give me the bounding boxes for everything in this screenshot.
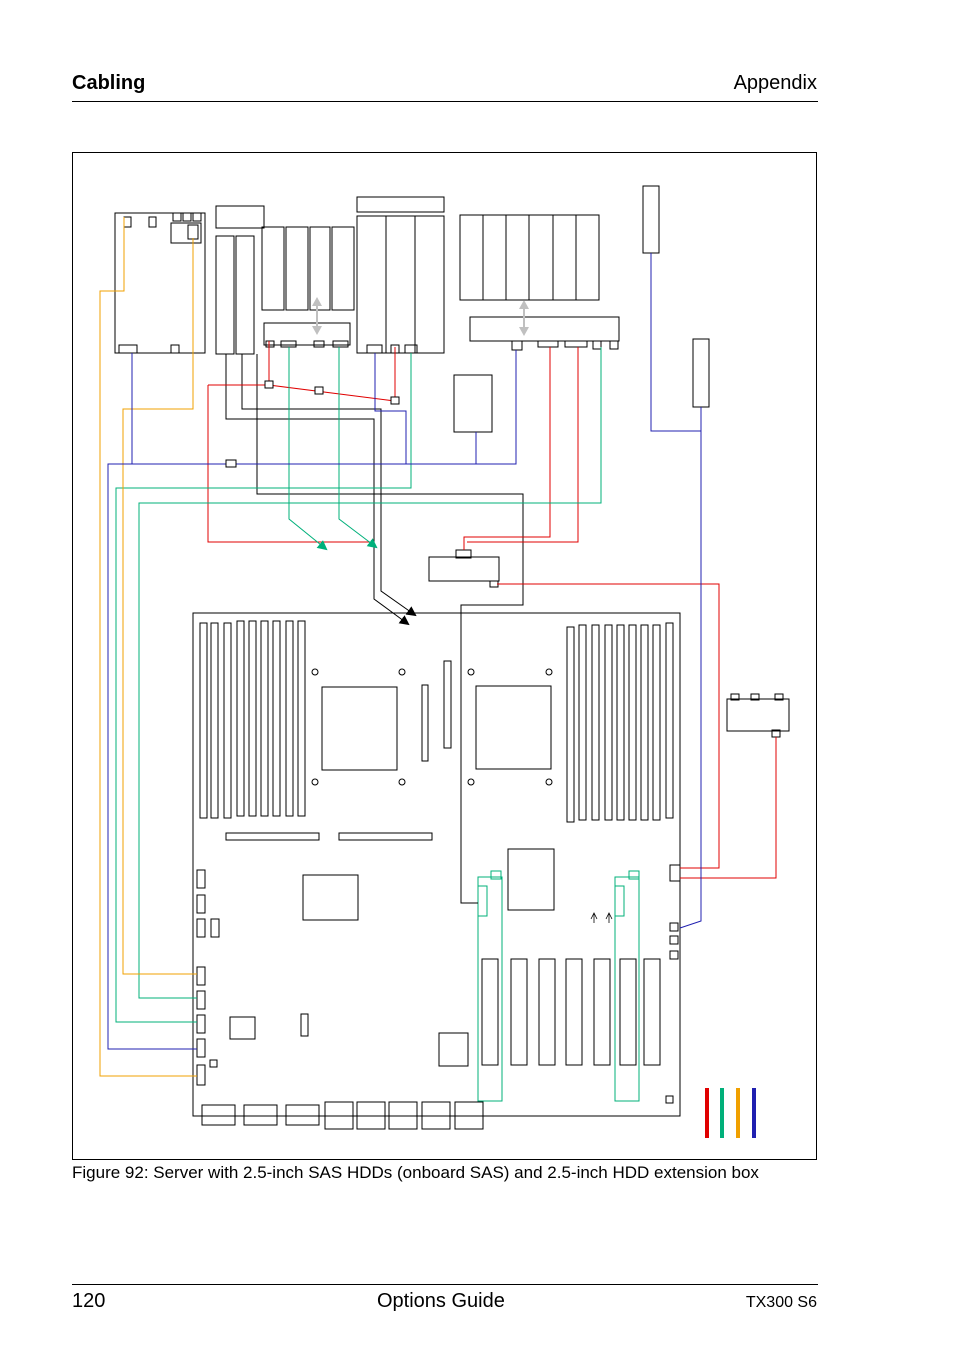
fan-distribution-board (726, 693, 790, 738)
header-section-title: Cabling (72, 72, 146, 94)
hdd-bay-left (261, 226, 355, 348)
power-distribution-board (114, 212, 206, 354)
cabling-figure (72, 152, 817, 1160)
sas-expander-module (453, 374, 493, 433)
document-title: Options Guide (377, 1290, 505, 1312)
header-chapter-title: Appendix (733, 72, 817, 94)
usb-front-module (692, 338, 710, 408)
optical-drive-bays (356, 196, 445, 354)
power-supply-units (215, 205, 265, 355)
page-number: 120 (72, 1290, 106, 1312)
front-panel-module (642, 185, 660, 254)
footer-rule (72, 1284, 818, 1285)
model-name: TX300 S6 (745, 1294, 817, 1311)
cable-color-legend (705, 1088, 756, 1138)
figure-caption: Figure 92: Server with 2.5-inch SAS HDDs… (72, 1163, 759, 1182)
red-cable-plugs (264, 380, 400, 405)
orange-cables (99, 217, 197, 1077)
blue-cable-plug (225, 459, 237, 468)
cable-splitter (428, 549, 500, 588)
system-board (192, 612, 681, 1130)
header-rule (72, 101, 818, 102)
sas-controller-cards (477, 870, 640, 1102)
black-cables (225, 354, 524, 904)
cabling-diagram (99, 185, 790, 1138)
blue-cables (107, 253, 702, 1050)
green-cables (115, 347, 602, 1023)
hdd-extension-box (459, 214, 620, 351)
